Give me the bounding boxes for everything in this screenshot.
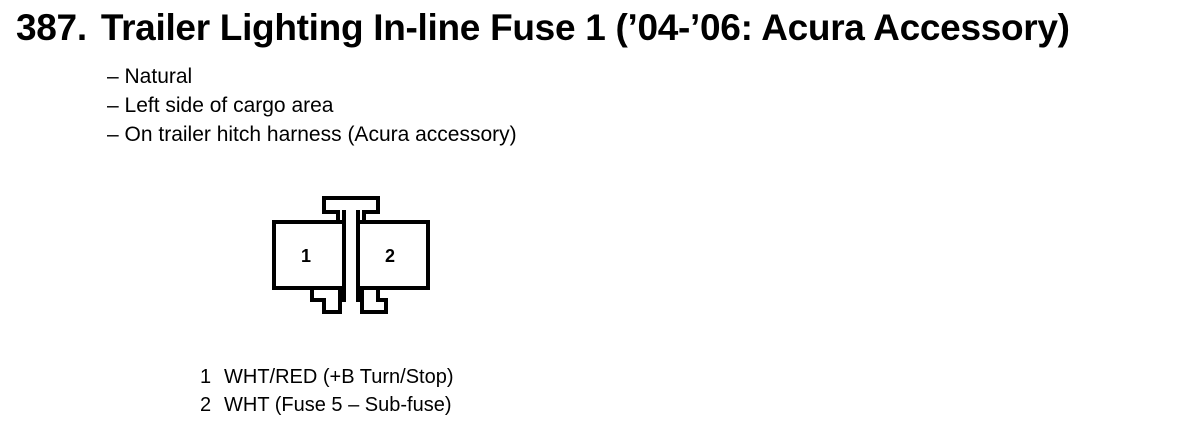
connector-foot-left (310, 288, 342, 314)
connector-diagram: 1 2 (272, 196, 430, 314)
component-details: – Natural – Left side of cargo area – On… (107, 62, 517, 149)
detail-color: – Natural (107, 65, 193, 88)
cavity-label-2: 2 (385, 246, 395, 266)
connector-lock-tab (322, 196, 380, 221)
pinout-list: 1 WHT/RED (+B Turn/Stop) 2 WHT (Fuse 5 – S… (200, 363, 454, 419)
pinout-row: 2 WHT (Fuse 5 – Sub-fuse) (200, 391, 454, 419)
pin-wire: WHT/RED (+B Turn/Stop) (224, 366, 454, 388)
detail-harness: – On trailer hitch harness (Acura access… (107, 123, 517, 146)
connector-housing-right (358, 220, 430, 290)
cavity-label-1: 1 (301, 246, 311, 266)
pin-number: 1 (200, 366, 212, 388)
page-title: 387. Trailer Lighting In-line Fuse 1 (’04… (16, 6, 1070, 50)
pin-number: 2 (200, 394, 212, 416)
component-title: Trailer Lighting In-line Fuse 1 (’04-’06… (100, 7, 1070, 48)
connector-foot-right (360, 288, 388, 314)
connector-housing-left (272, 220, 344, 290)
connector-separator (342, 210, 360, 302)
pinout-row: 1 WHT/RED (+B Turn/Stop) (200, 363, 454, 391)
component-number: 387. (16, 7, 87, 48)
detail-location: – Left side of cargo area (107, 94, 334, 117)
pin-wire: WHT (Fuse 5 – Sub-fuse) (224, 394, 452, 416)
